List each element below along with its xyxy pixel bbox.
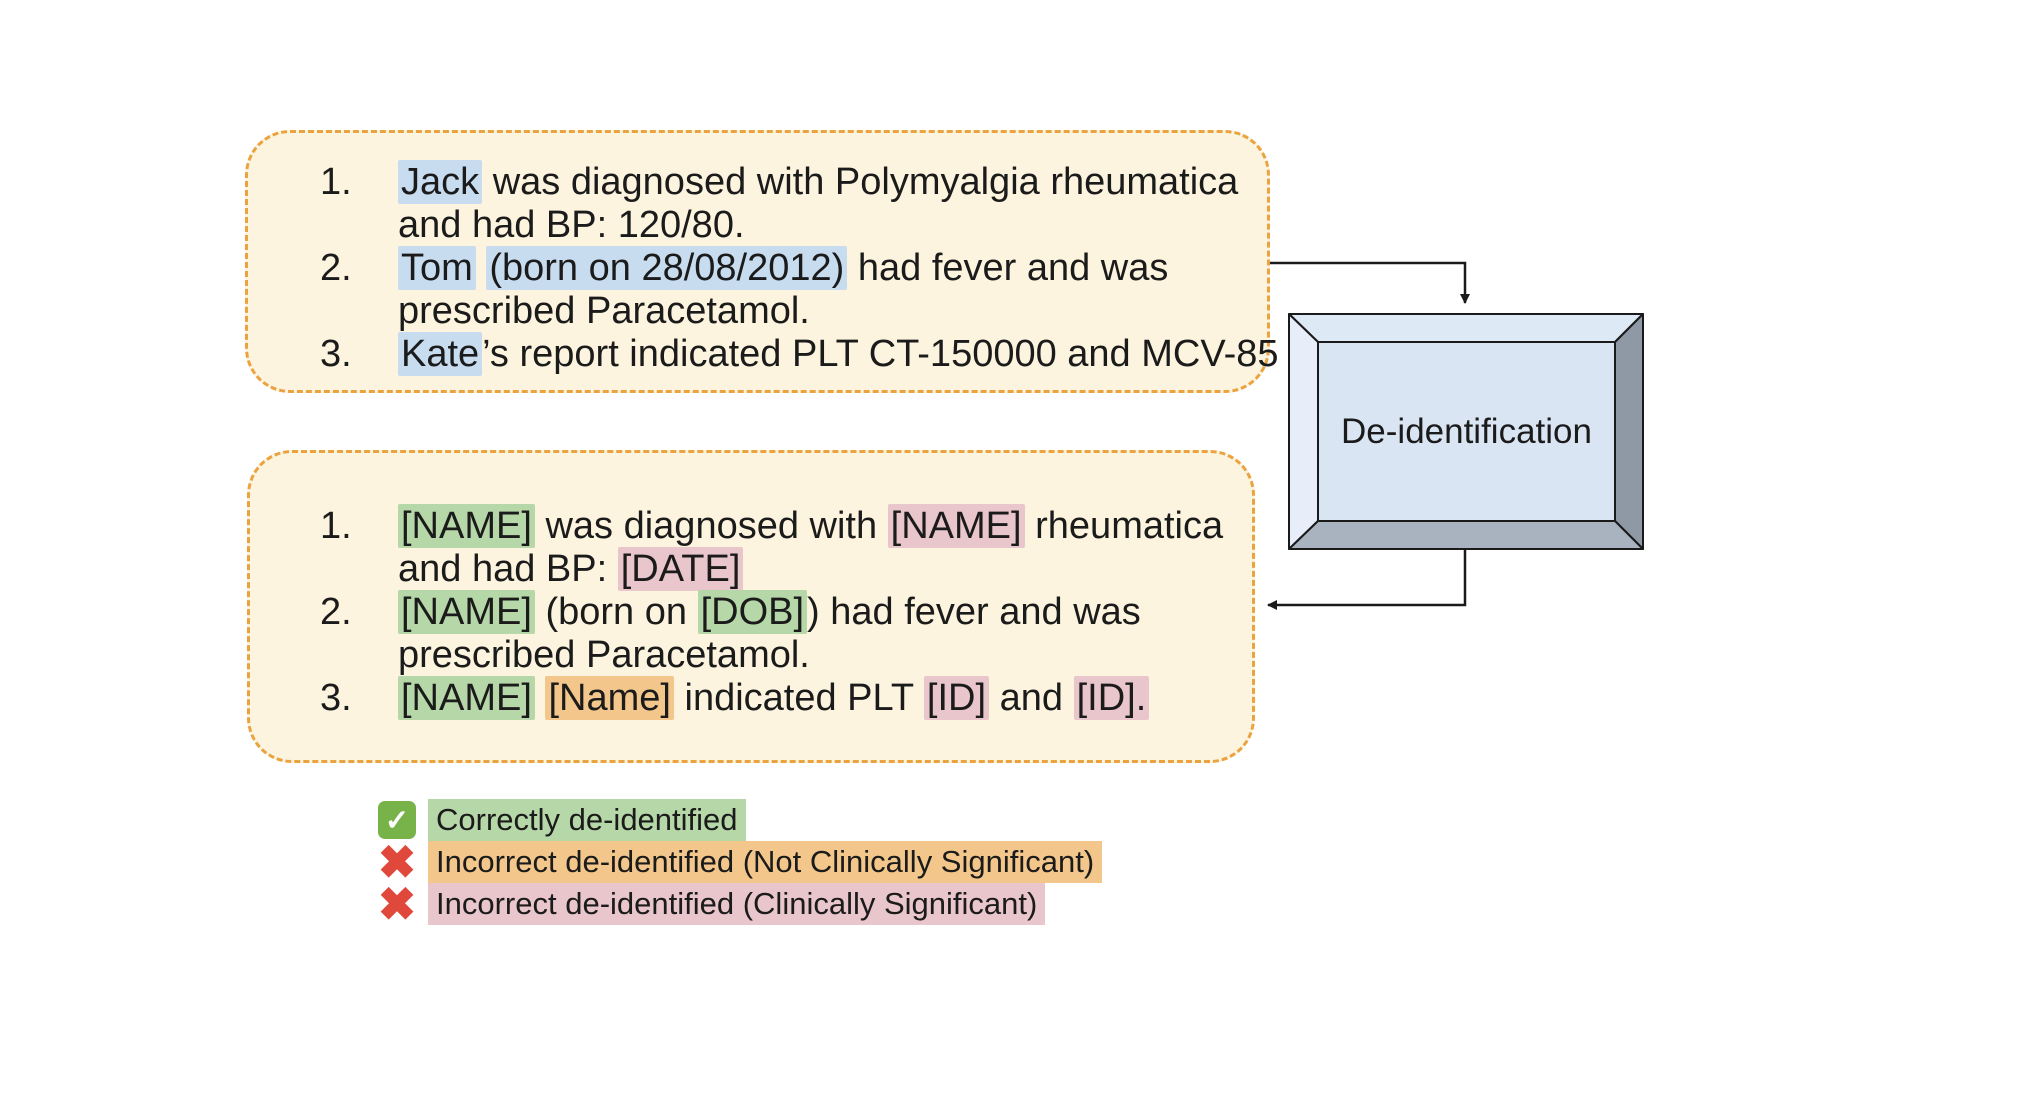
list-item-number: 2. [320,247,352,289]
plain-text [476,247,487,289]
highlighted-entity: [ID]. [1073,676,1150,720]
list-item-text: [NAME] was diagnosed with [NAME] rheumat… [398,504,1242,591]
list-item-text: [NAME] [Name] indicated PLT [ID] and [ID… [398,676,1242,720]
plain-text: prescribed Paracetamol. [398,634,810,676]
highlighted-entity: Kate [398,332,483,376]
arrow-source-to-process [1270,261,1470,304]
highlighted-entity: (born on 28/08/2012) [486,246,848,290]
cross-icon: ✖ [377,878,417,930]
process-box-left-bevel [1288,313,1319,550]
cross-icon: ✖ [377,836,417,888]
list-item-text: Tom (born on 28/08/2012) had fever and w… [398,246,1257,333]
plain-text: prescribed Paracetamol. [398,290,810,332]
deidentified-output-box: 1. [NAME] was diagnosed with [NAME] rheum… [247,450,1255,763]
list-item: 1. [NAME] was diagnosed with [NAME] rheum… [320,504,1242,591]
highlighted-entity: [DATE] [617,547,744,591]
plain-text: indicated PLT [673,677,924,719]
plain-text: (born on [534,591,698,633]
highlighted-entity: [NAME] [398,590,535,634]
legend: ✓ Correctly de-identified ✖ Incorrect de-id… [377,799,1103,930]
plain-text: was diagnosed with Polymyalgia rheumatic… [482,161,1239,203]
legend-item: ✖ Incorrect de-identified (Not Clinically… [377,836,1103,888]
highlighted-entity: [NAME] [398,504,535,548]
process-box-top-bevel [1288,313,1644,343]
list-item: 2. [NAME] (born on [DOB]) had fever and w… [320,590,1242,677]
legend-label: Correctly de-identified [428,799,746,841]
plain-text: ’s report indicated PLT CT-150000 and MC… [482,333,1279,375]
process-box-label: De-identification [1341,411,1592,451]
arrow-process-to-output [1267,549,1467,610]
list-item: 2. Tom (born on 28/08/2012) had fever and… [320,246,1257,333]
process-box-bottom-bevel [1288,520,1644,550]
highlighted-entity: [NAME] [887,504,1025,548]
legend-item: ✓ Correctly de-identified [378,799,1102,841]
legend-label: Incorrect de-identified (Not Clinically … [428,841,1103,883]
list-item-number: 1. [320,161,352,203]
plain-text [535,677,546,719]
source-notes-box: 1. Jack was diagnosed with Polymyalgia rh… [245,130,1279,393]
list-item: 1. Jack was diagnosed with Polymyalgia rh… [320,160,1257,247]
check-icon: ✓ [378,801,416,839]
highlighted-entity: [Name] [545,676,674,720]
highlighted-entity: [DOB] [697,590,808,634]
list-item-number: 2. [320,591,352,633]
highlighted-entity: Jack [398,160,483,204]
plain-text: and had BP: 120/80. [398,204,745,246]
list-item: 3. [NAME] [Name] indicated PLT [ID] and [… [320,676,1242,720]
highlighted-entity: [NAME] [398,676,535,720]
legend-label: Incorrect de-identified (Clinically Sign… [428,883,1046,925]
plain-text: was diagnosed with [534,505,888,547]
list-item-number: 3. [320,677,352,719]
list-item-text: Kate’s report indicated PLT CT-150000 an… [398,332,1279,376]
list-item-text: [NAME] (born on [DOB]) had fever and was… [398,590,1242,677]
highlighted-entity: [ID] [923,676,990,720]
list-item-number: 3. [320,333,352,375]
list-item: 3. Kate’s report indicated PLT CT-150000 … [320,332,1279,376]
plain-text: rheumatica [1024,505,1224,547]
process-box-right-bevel [1614,313,1644,550]
list-item-number: 1. [320,505,352,547]
plain-text: and [989,677,1074,719]
plain-text: ) had fever and was [807,591,1141,633]
highlighted-entity: Tom [398,246,476,290]
plain-text: and had BP: [398,548,618,590]
plain-text: had fever and was [847,247,1169,289]
legend-item: ✖ Incorrect de-identified (Clinically Sig… [377,878,1102,930]
list-item-text: Jack was diagnosed with Polymyalgia rheu… [398,160,1257,247]
